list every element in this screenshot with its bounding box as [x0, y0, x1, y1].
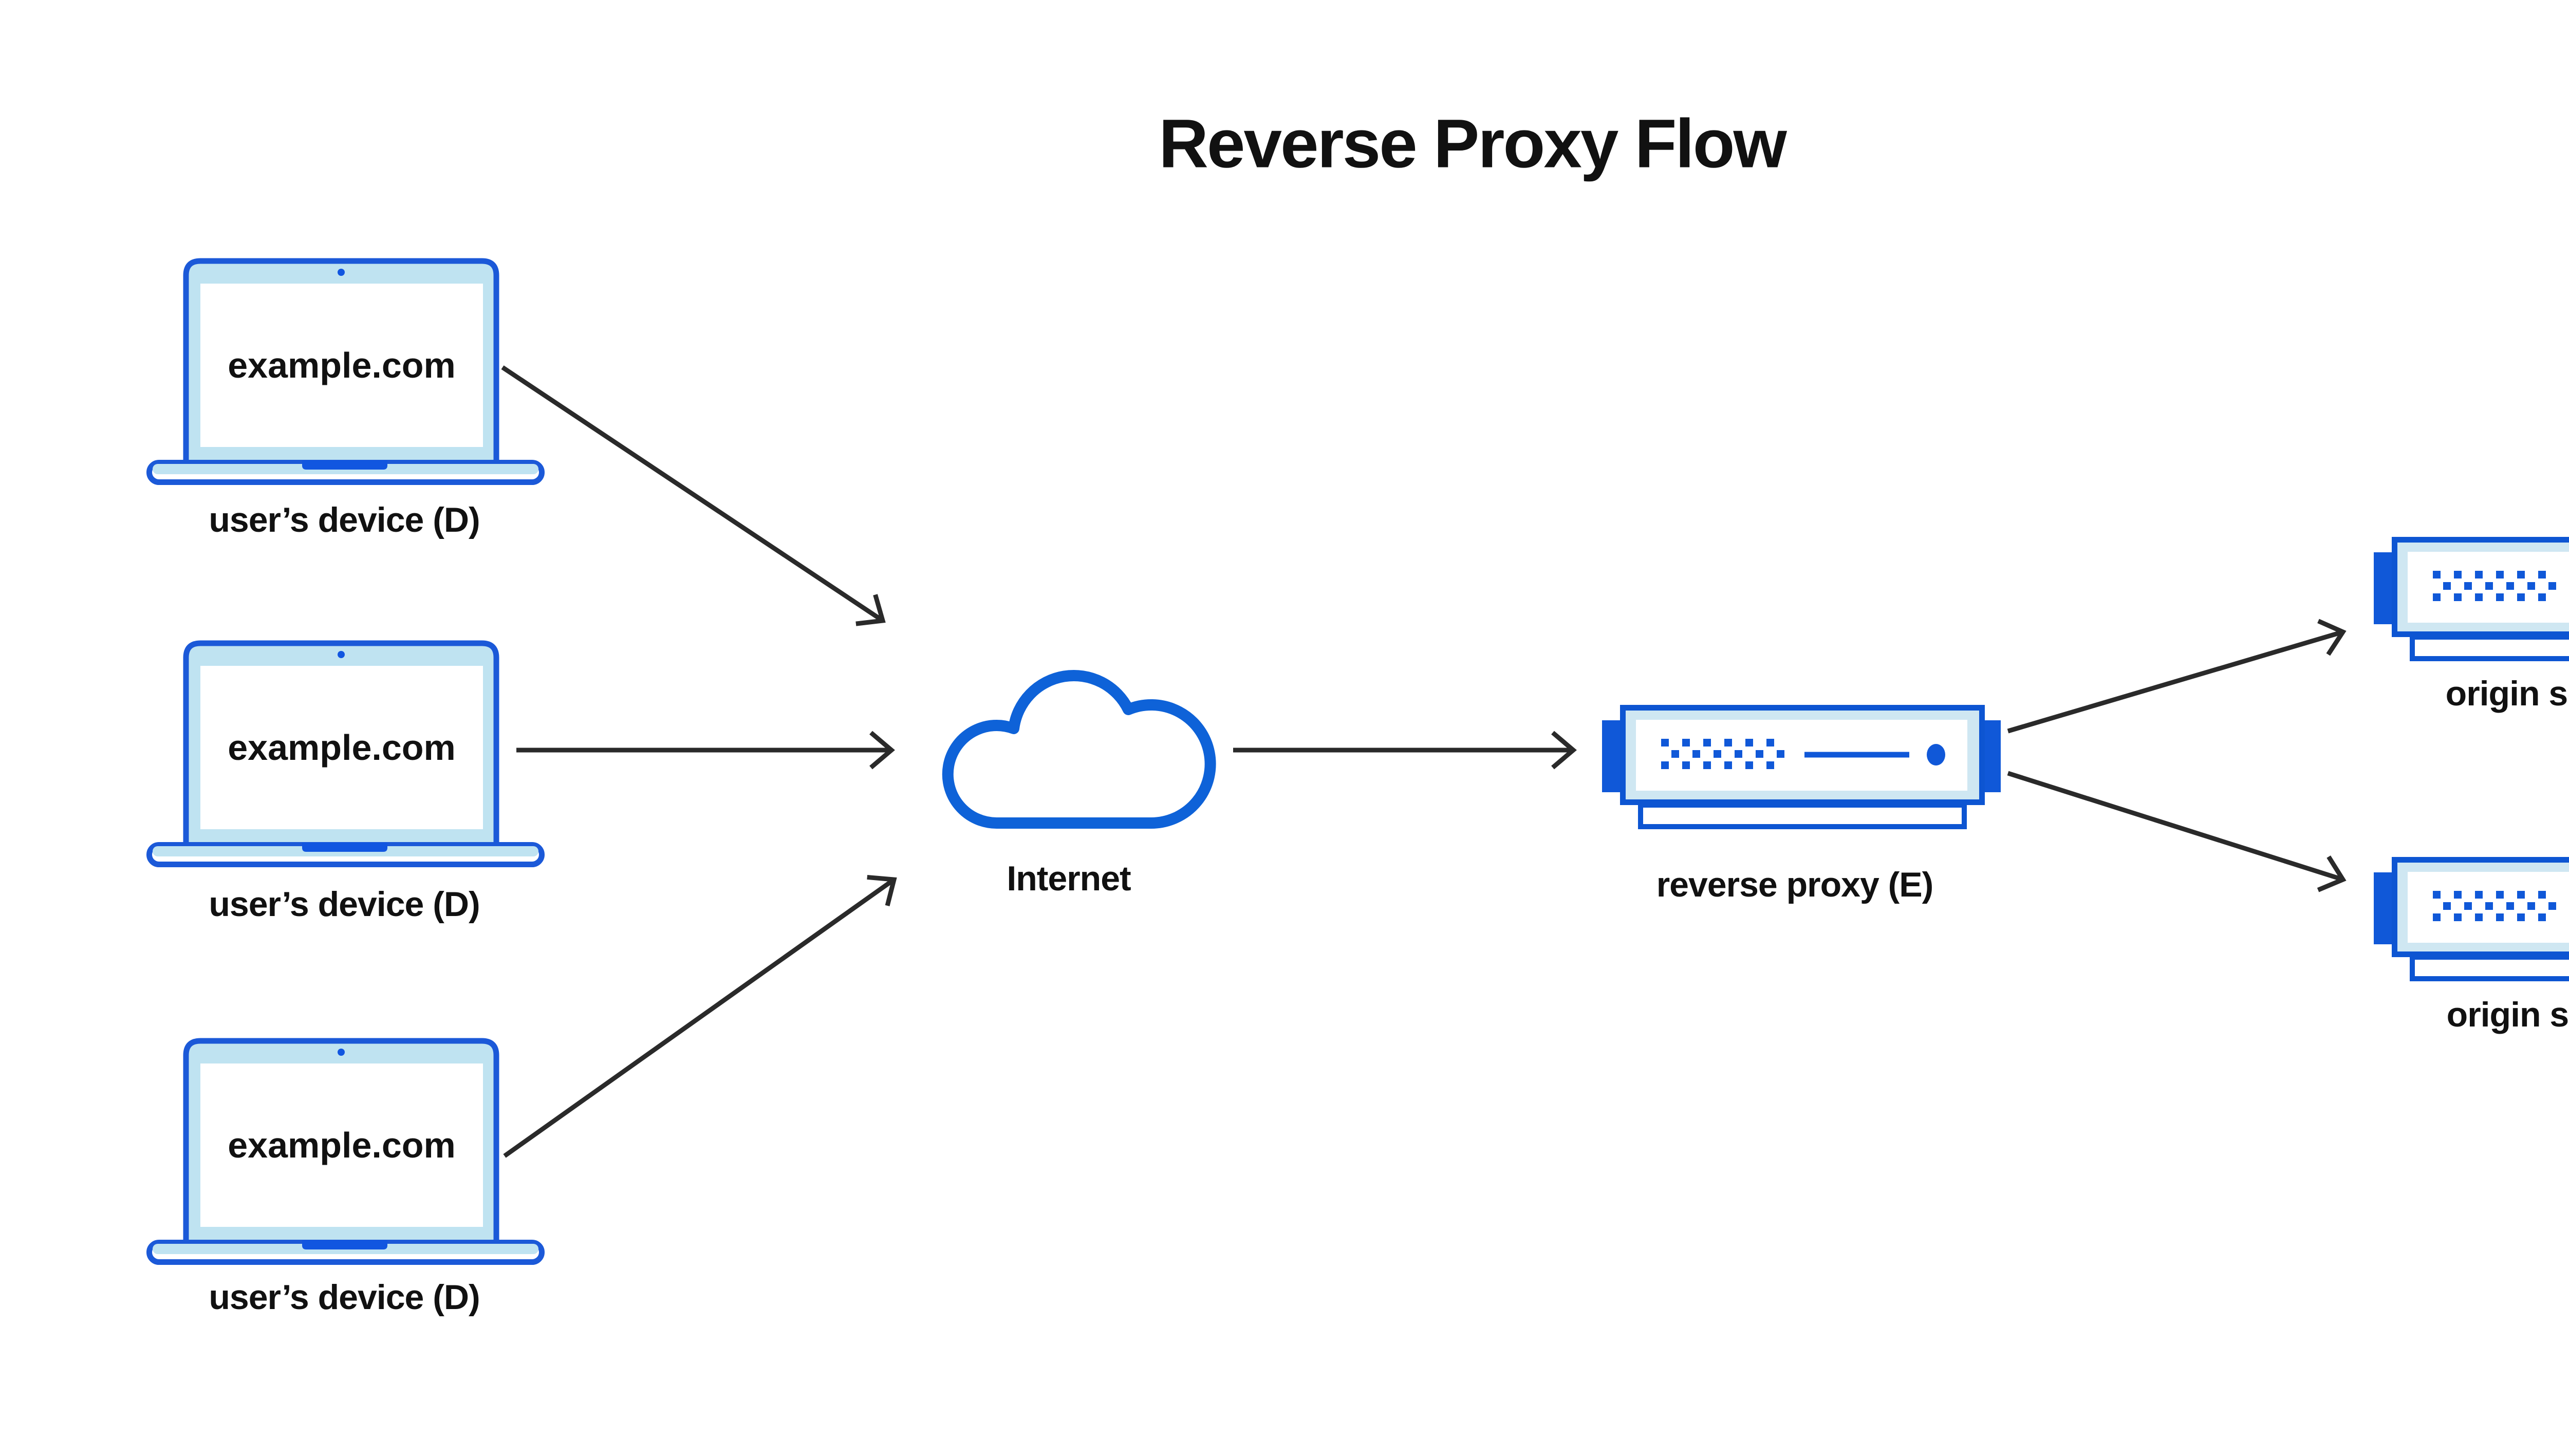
device-screen-text: example.com — [228, 345, 456, 385]
server-icon — [2374, 857, 2569, 985]
internet-label: Internet — [1007, 859, 1131, 898]
device-label: user’s device (D) — [209, 500, 480, 539]
arrow-proxy-to-origin1 — [2007, 619, 2347, 734]
device-screen-text: example.com — [228, 727, 456, 768]
server-icon — [1602, 705, 2001, 833]
server-icon — [2374, 537, 2569, 665]
device-label: user’s device (D) — [209, 885, 480, 924]
origin-server-label: origin server (F) — [2446, 995, 2569, 1034]
arrow-device3-to-internet — [503, 874, 897, 1158]
arrow-proxy-to-origin2 — [2007, 771, 2347, 892]
reverse-proxy-label: reverse proxy (E) — [1656, 865, 1934, 904]
device-label: user’s device (D) — [209, 1278, 480, 1317]
device-screen-text: example.com — [228, 1125, 456, 1165]
arrow-device1-to-internet — [501, 365, 886, 626]
origin-server-label: origin server (F) — [2445, 674, 2569, 713]
cloud-icon — [920, 664, 1209, 835]
diagram-title: Reverse Proxy Flow — [1159, 105, 1787, 182]
